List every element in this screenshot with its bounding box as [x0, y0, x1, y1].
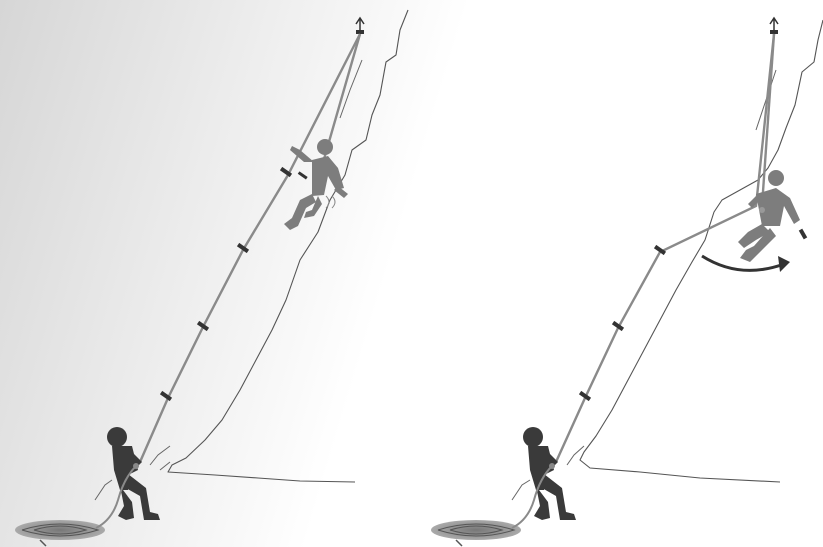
- harness-tie-in: [759, 207, 765, 213]
